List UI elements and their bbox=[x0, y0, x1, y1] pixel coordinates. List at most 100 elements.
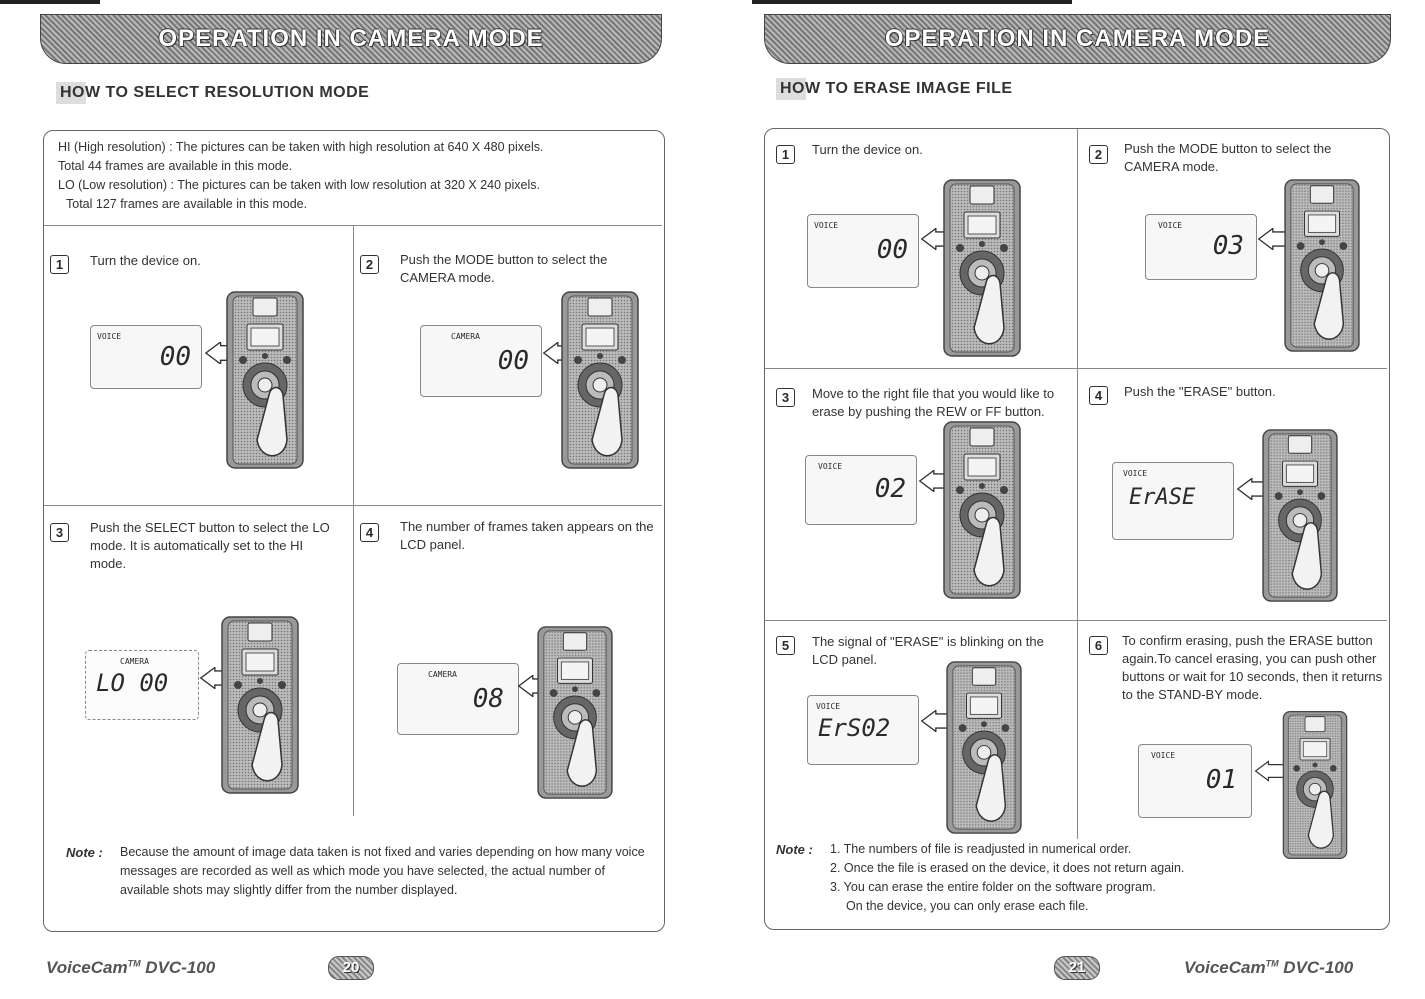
brand-name: VoiceCam bbox=[46, 958, 128, 977]
note-label: Note : bbox=[776, 842, 813, 857]
lcd-label: CAMERA bbox=[428, 670, 457, 679]
lcd-panel: CAMERA LO 00 bbox=[85, 650, 199, 720]
step-text: Push the MODE button to select the CAMER… bbox=[400, 252, 608, 285]
lcd-label: CAMERA bbox=[451, 332, 480, 341]
lcd-value: 02 bbox=[874, 474, 906, 504]
step-illustration: VOICE 02 bbox=[800, 420, 1060, 610]
lcd-label: VOICE bbox=[97, 332, 122, 341]
lcd-label: VOICE bbox=[1158, 221, 1183, 230]
lcd-label: VOICE bbox=[1123, 469, 1148, 478]
device-icon bbox=[220, 615, 300, 795]
divider bbox=[1077, 129, 1078, 839]
step-text: Push the SELECT button to select the LO … bbox=[90, 520, 330, 571]
step-text: To confirm erasing, push the ERASE butto… bbox=[1122, 633, 1383, 702]
lcd-value: 00 bbox=[159, 342, 191, 372]
banner-left: OPERATION IN CAMERA MODE bbox=[40, 14, 662, 64]
step-text: Turn the device on. bbox=[90, 253, 201, 268]
brand-model: DVC-100 bbox=[1278, 958, 1354, 977]
lcd-panel: CAMERA 08 bbox=[397, 663, 519, 735]
step-text: The signal of "ERASE" is blinking on the… bbox=[812, 634, 1044, 667]
intro-line: LO (Low resolution) : The pictures can b… bbox=[58, 178, 540, 192]
brand-tm: TM bbox=[1265, 958, 1279, 969]
step-text: Move to the right file that you would li… bbox=[812, 386, 1055, 419]
step-illustration: VOICE ErASE bbox=[1112, 428, 1382, 608]
step-number: 1 bbox=[776, 145, 795, 164]
step-number: 3 bbox=[50, 523, 69, 542]
step-number: 6 bbox=[1089, 636, 1108, 655]
footer-brand: VoiceCamTM DVC-100 bbox=[46, 958, 215, 978]
brand-model: DVC-100 bbox=[140, 958, 216, 977]
content-box bbox=[764, 128, 1390, 930]
lcd-label: VOICE bbox=[814, 221, 839, 230]
step-illustration: VOICE 03 bbox=[1137, 178, 1387, 358]
note-item: 2. Once the file is erased on the device… bbox=[830, 861, 1185, 875]
lcd-value: ErASE bbox=[1129, 485, 1196, 510]
banner-title: OPERATION IN CAMERA MODE bbox=[158, 25, 544, 52]
lcd-panel: VOICE 03 bbox=[1145, 214, 1257, 280]
step-number: 4 bbox=[1089, 386, 1108, 405]
lcd-panel: VOICE 00 bbox=[807, 214, 919, 288]
step-number: 4 bbox=[360, 523, 379, 542]
divider bbox=[353, 226, 354, 816]
divider bbox=[44, 225, 662, 226]
device-icon bbox=[225, 290, 305, 470]
divider bbox=[765, 368, 1387, 369]
divider bbox=[765, 620, 1387, 621]
step-text: Push the MODE button to select the CAMER… bbox=[1124, 141, 1332, 174]
lcd-panel: VOICE ErS02 bbox=[807, 695, 919, 765]
step-illustration: VOICE 01 bbox=[1132, 710, 1402, 860]
lcd-panel: VOICE 01 bbox=[1138, 744, 1252, 818]
lcd-value: ErS02 bbox=[818, 714, 891, 742]
note-list: 1. The numbers of file is readjusted in … bbox=[830, 840, 1280, 916]
footer-brand: VoiceCamTM DVC-100 bbox=[1184, 958, 1353, 978]
lcd-panel: CAMERA 00 bbox=[420, 325, 542, 397]
top-rule bbox=[752, 0, 1072, 4]
lcd-label: VOICE bbox=[816, 702, 841, 711]
section-title: HOW TO ERASE IMAGE FILE bbox=[776, 78, 1019, 100]
device-icon bbox=[1282, 178, 1362, 353]
note-item: 3. You can erase the entire folder on th… bbox=[830, 880, 1156, 894]
step-illustration: VOICE ErS02 bbox=[802, 660, 1062, 840]
lcd-label: VOICE bbox=[818, 462, 843, 471]
step-number: 5 bbox=[776, 636, 795, 655]
lcd-value: 00 bbox=[497, 346, 529, 376]
step-text: Turn the device on. bbox=[812, 142, 923, 157]
note-label: Note : bbox=[66, 845, 103, 860]
intro-line: HI (High resolution) : The pictures can … bbox=[58, 140, 544, 154]
lcd-panel: VOICE ErASE bbox=[1112, 462, 1234, 540]
step-text: The number of frames taken appears on th… bbox=[400, 519, 654, 552]
device-icon bbox=[535, 625, 615, 800]
step-illustration: VOICE 00 bbox=[80, 290, 340, 470]
step-number: 3 bbox=[776, 388, 795, 407]
lcd-panel: VOICE 02 bbox=[805, 455, 917, 525]
note-text: Because the amount of image data taken i… bbox=[120, 845, 645, 897]
device-icon bbox=[560, 290, 640, 470]
top-rule bbox=[0, 0, 100, 4]
note-item: 1. The numbers of file is readjusted in … bbox=[830, 842, 1132, 856]
device-icon bbox=[1280, 710, 1350, 860]
note-item: On the device, you can only erase each f… bbox=[846, 899, 1089, 913]
intro-line: Total 127 frames are available in this m… bbox=[66, 197, 308, 211]
banner-right: OPERATION IN CAMERA MODE bbox=[764, 14, 1391, 64]
device-icon bbox=[942, 420, 1022, 600]
lcd-value: 08 bbox=[472, 684, 504, 714]
step-number: 2 bbox=[1089, 145, 1108, 164]
step-illustration: CAMERA 08 bbox=[395, 625, 655, 805]
lcd-value: LO 00 bbox=[96, 669, 169, 697]
intro-line: Total 44 frames are available in this mo… bbox=[58, 159, 293, 173]
step-number: 1 bbox=[50, 255, 69, 274]
brand-name: VoiceCam bbox=[1184, 958, 1266, 977]
step-illustration: CAMERA LO 00 bbox=[75, 615, 335, 795]
lcd-label: VOICE bbox=[1151, 751, 1176, 760]
lcd-value: 03 bbox=[1212, 231, 1244, 261]
step-text: Push the "ERASE" button. bbox=[1124, 384, 1276, 399]
lcd-value: 01 bbox=[1205, 765, 1237, 795]
intro-text: HI (High resolution) : The pictures can … bbox=[58, 138, 658, 214]
banner-title: OPERATION IN CAMERA MODE bbox=[884, 25, 1271, 52]
content-box bbox=[43, 130, 665, 932]
lcd-label: CAMERA bbox=[120, 657, 149, 666]
step-illustration: VOICE 00 bbox=[802, 178, 1062, 358]
step-illustration: CAMERA 00 bbox=[410, 290, 660, 470]
page-number: 21 bbox=[1054, 956, 1100, 980]
section-title: HOW TO SELECT RESOLUTION MODE bbox=[56, 82, 376, 104]
